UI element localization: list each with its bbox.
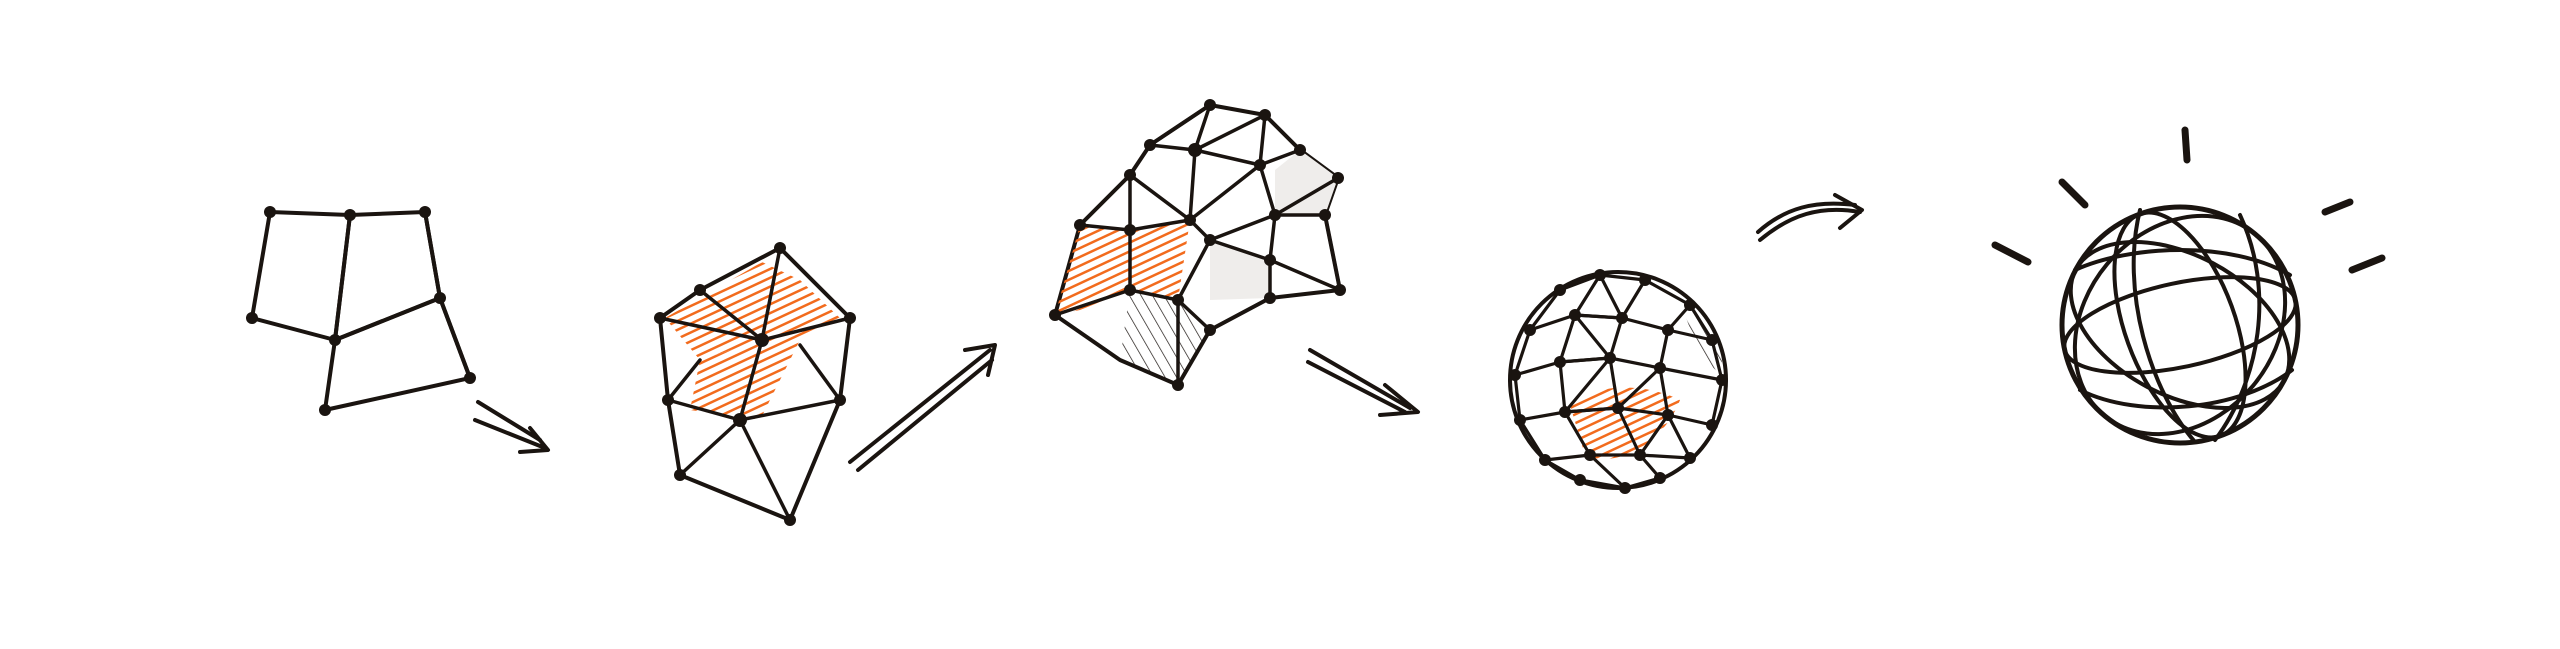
arrow-1-icon — [473, 400, 550, 454]
stage-1-nodes — [246, 206, 476, 416]
stage-4-geodesic-sphere — [1508, 269, 1728, 494]
arrow-3-icon — [1306, 348, 1420, 417]
stage-4-nodes — [1509, 269, 1728, 494]
stage-3-larger-mesh — [1049, 99, 1346, 391]
arrow-4-icon — [1756, 193, 1864, 242]
stage-5-glowing-sphere — [1991, 126, 2386, 446]
glow-rays-icon — [1991, 126, 2386, 274]
stage-1-two-patches — [246, 206, 476, 416]
stage-2-nodes — [654, 242, 856, 526]
arrow-2-icon — [848, 343, 997, 472]
stage-3-nodes — [1049, 99, 1346, 391]
stage-2-small-polyhedron — [654, 242, 856, 526]
